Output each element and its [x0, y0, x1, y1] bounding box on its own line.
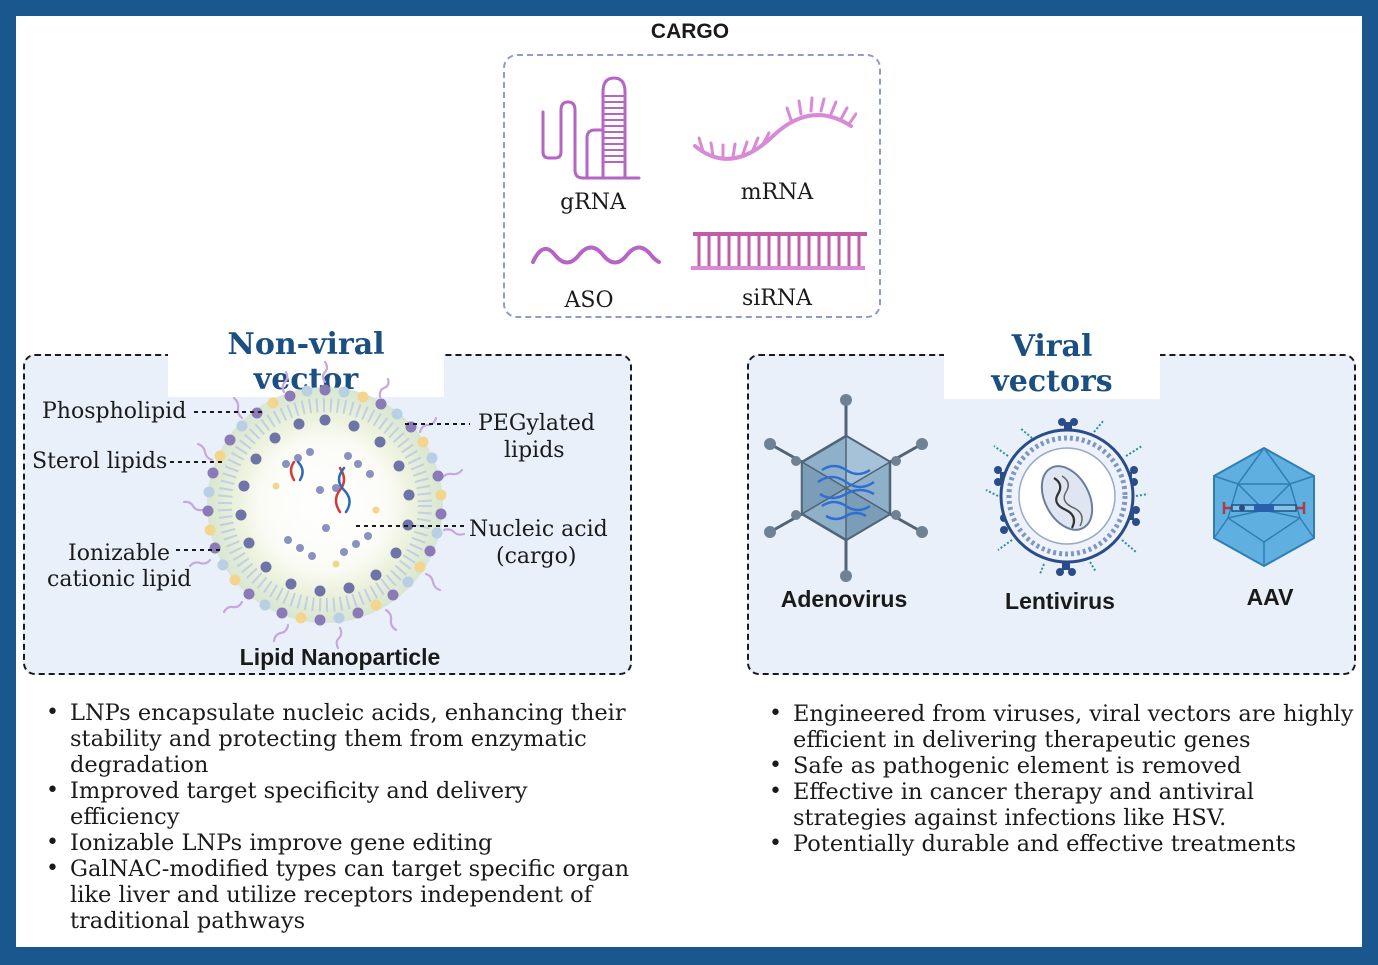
aso-label: ASO	[564, 288, 614, 313]
nucleic-acid-label-line2: (cargo)	[496, 544, 577, 569]
sirna-label: siRNA	[741, 286, 813, 311]
viral-title: Viral vectors	[944, 329, 1160, 399]
adenovirus-label: Adenovirus	[780, 586, 908, 612]
non-viral-title: Non-viral vector	[168, 327, 444, 397]
pegylated-label-line2: lipids	[504, 438, 565, 463]
grna-hairpin-icon	[541, 76, 641, 180]
bullet-item: Improved target specificity and delivery…	[44, 778, 644, 830]
nucleic-acid-label-line1: Nucleic acid	[469, 517, 608, 542]
phospholipid-label: Phospholipid	[42, 399, 187, 424]
bullet-item: GalNAC-modified types can target specifi…	[44, 856, 644, 934]
aav-label: AAV	[1246, 584, 1294, 610]
bullet-item: LNPs encapsulate nucleic acids, enhancin…	[44, 700, 644, 778]
adenovirus-icon	[764, 394, 928, 582]
cargo-title: CARGO	[650, 20, 730, 43]
lentivirus-icon	[985, 418, 1149, 576]
mrna-strand-icon	[693, 96, 857, 161]
ionizable-label-line2: cationic lipid	[47, 567, 192, 592]
sirna-duplex-icon	[691, 232, 867, 270]
bullet-item: Effective in cancer therapy and antivira…	[767, 779, 1357, 831]
aav-icon	[1213, 446, 1315, 568]
viral-bullets: Engineered from viruses, viral vectors a…	[767, 701, 1357, 857]
ionizable-label-line1: Ionizable	[68, 541, 170, 566]
sterol-lipids-label: Sterol lipids	[32, 449, 168, 474]
lipid-nanoparticle-icon	[182, 360, 466, 650]
bullet-item: Engineered from viruses, viral vectors a…	[767, 701, 1357, 753]
cargo-box: gRNA mRNA ASO	[503, 54, 881, 318]
bullet-item: Ionizable LNPs improve gene editing	[44, 830, 644, 856]
lentivirus-label: Lentivirus	[1005, 588, 1115, 614]
bullet-item: Potentially durable and effective treatm…	[767, 831, 1357, 857]
non-viral-bullets: LNPs encapsulate nucleic acids, enhancin…	[44, 700, 644, 934]
bullet-item: Safe as pathogenic element is removed	[767, 753, 1357, 779]
grna-label: gRNA	[560, 190, 626, 215]
pegylated-label-line1: PEGylated	[478, 411, 595, 436]
mrna-label: mRNA	[740, 180, 814, 205]
lipid-nanoparticle-label: Lipid Nanoparticle	[239, 644, 441, 670]
aso-wave-icon	[531, 245, 661, 265]
